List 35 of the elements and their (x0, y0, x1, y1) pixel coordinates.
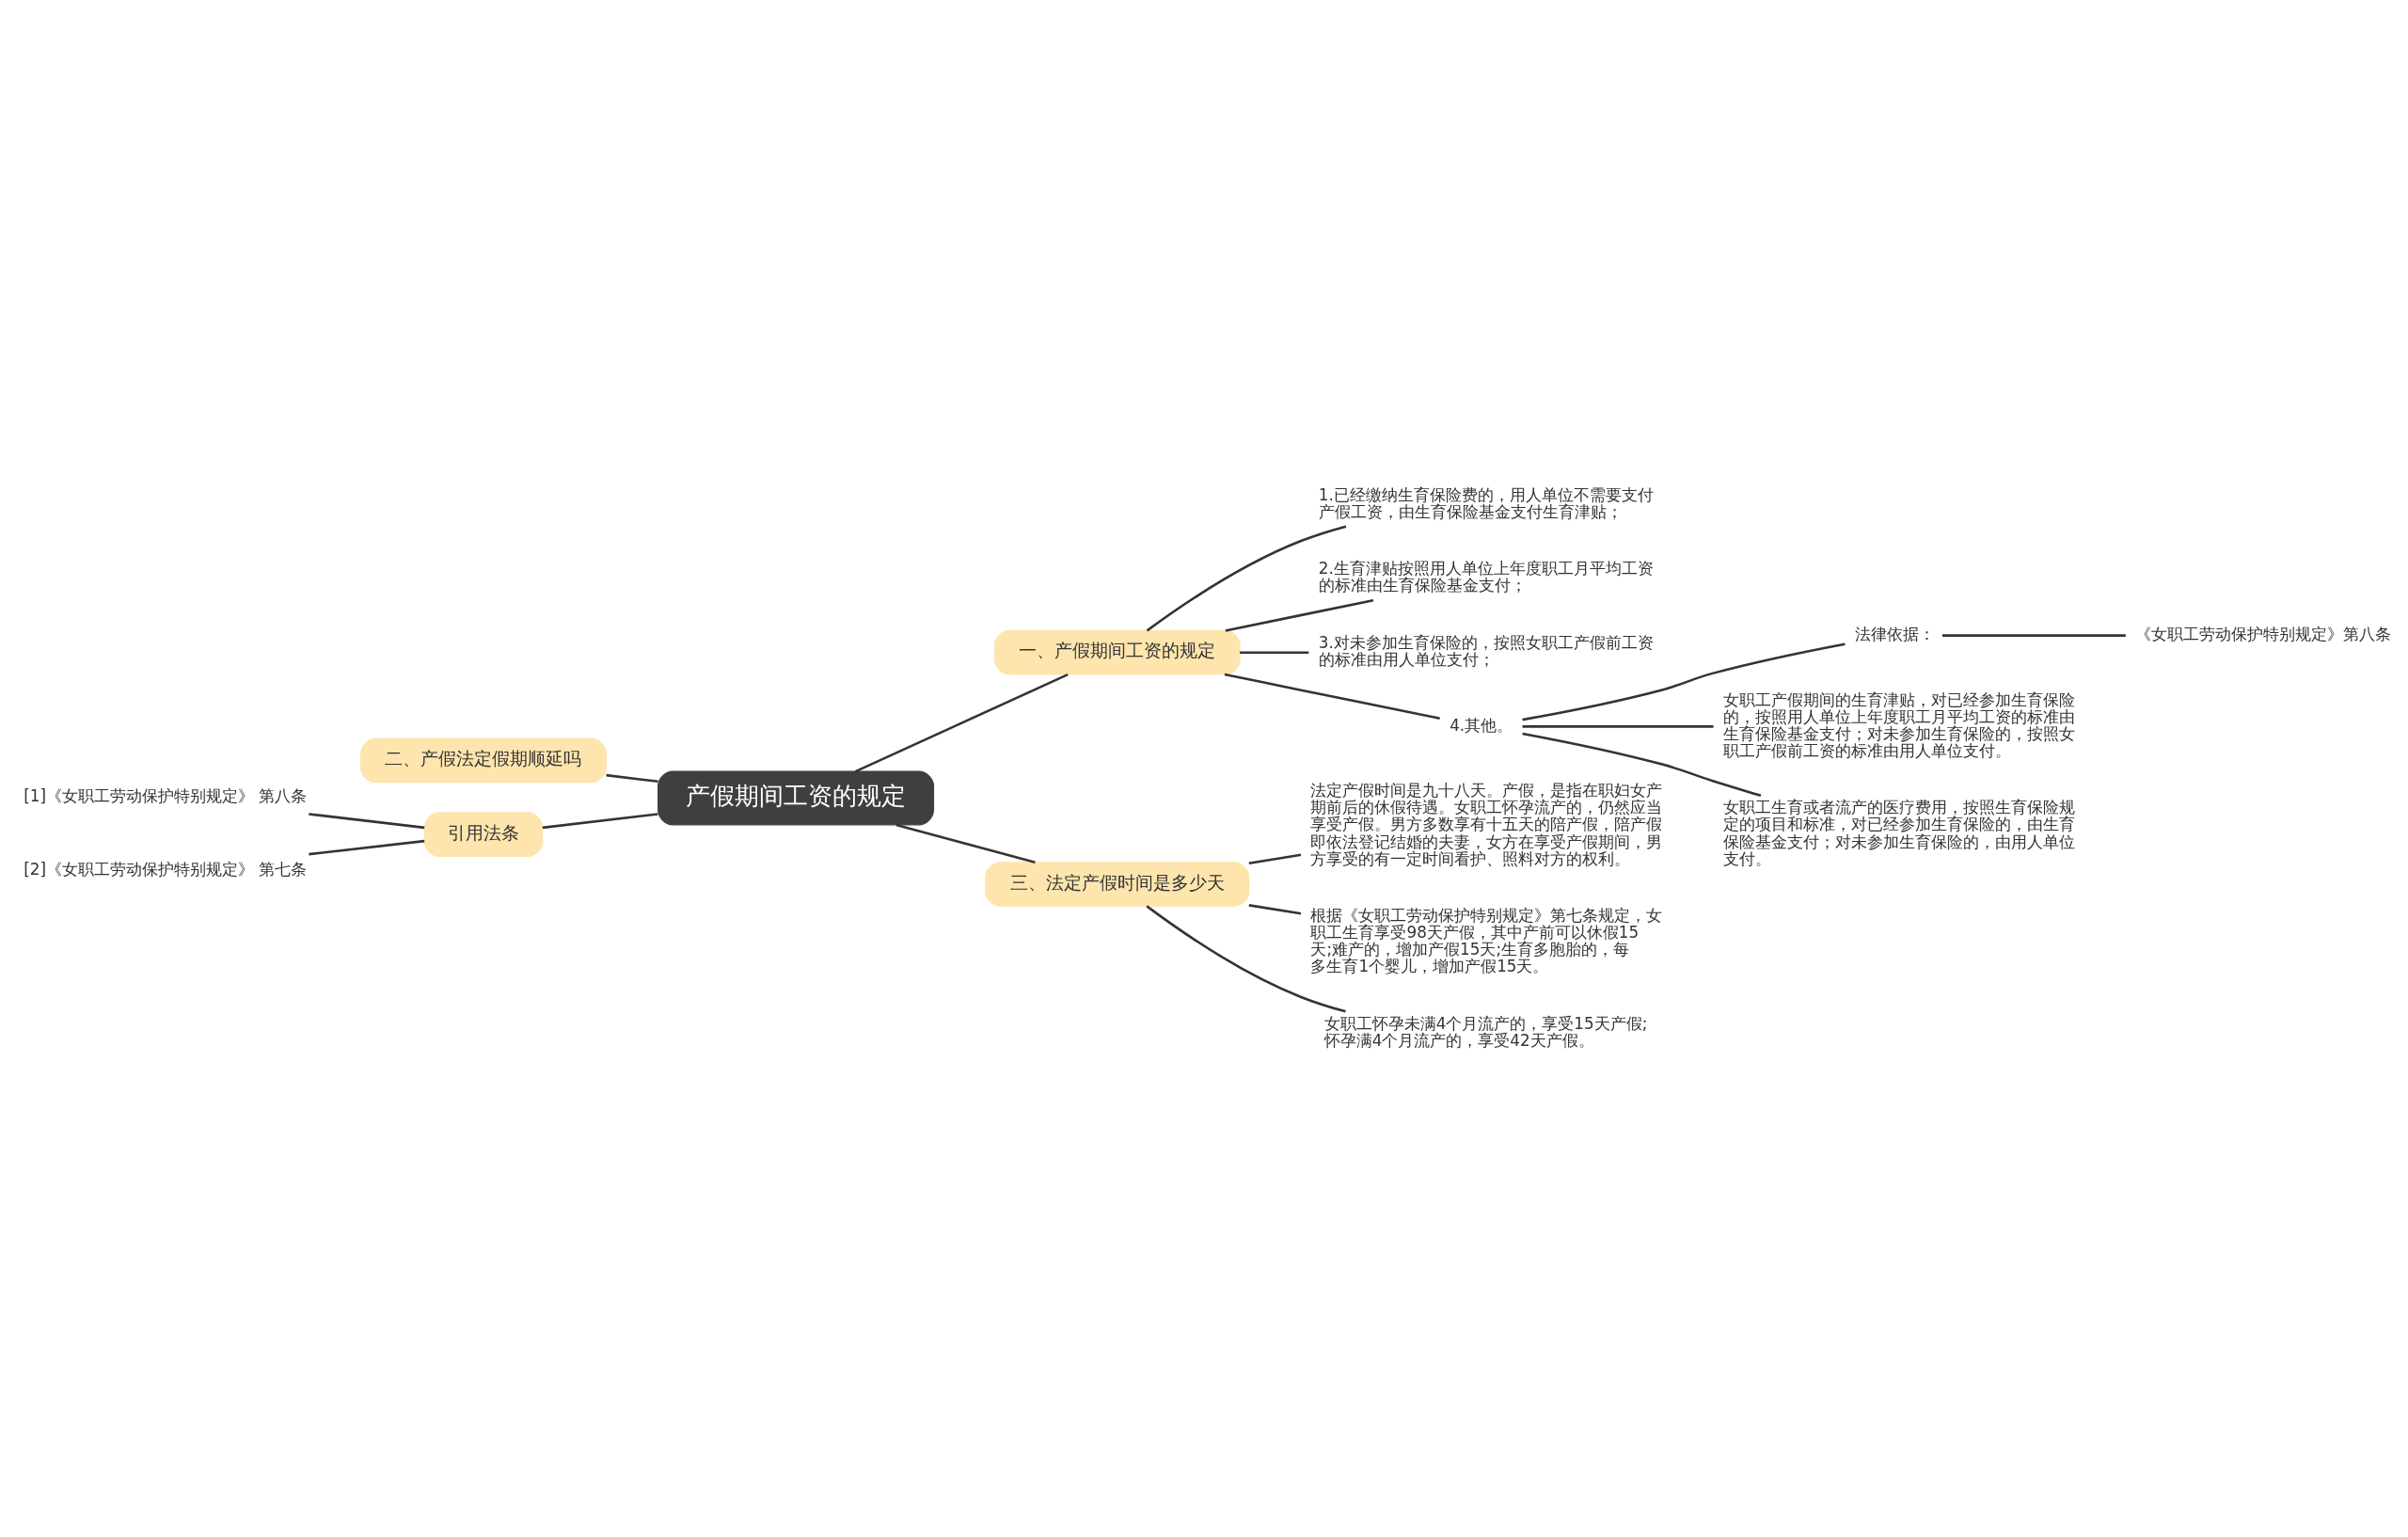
node-text: 3.对未参加生育保险的，按照女职工产假前工资的标准由用人单位支付； (1318, 632, 1654, 669)
connector (1224, 673, 1440, 720)
node-text: 《女职工劳动保护特别规定》第八条 (2135, 624, 2392, 643)
node-text: 1.已经缴纳生育保险费的，用人单位不需要支付产假工资，由生育保险基金支付生育津贴； (1318, 484, 1654, 521)
connector (895, 823, 1036, 864)
node-text: 女职工生育或者流产的医疗费用，按照生育保险规定的项目和标准，对已经参加生育保险的，由生育保险基金支付；对未参加生育保险的，由用人单位支付。 (1722, 797, 2075, 868)
node-box: 产假期间工资的规定 (657, 769, 935, 825)
node-box: 引用法条 (423, 811, 544, 857)
connector (1248, 853, 1302, 864)
connector (1146, 904, 1346, 1013)
connector (1522, 724, 1714, 728)
node-text: 法定产假时间是九十八天。产假，是指在职妇女产期前后的休假待遇。女职工怀孕流产的，仍然应当享受产假。男方多数享有十五天的陪产假，陪产假即依法登记结婚的夫妻，女方在享受产假期间，男方享受的有一定时间看护、照料对方的权利。 (1310, 780, 1663, 868)
connector (1248, 903, 1302, 914)
node-text: 2.生育津贴按照用人单位上年度职工月平均工资的标准由生育保险基金支付； (1318, 558, 1654, 594)
node-box: 二、产假法定假期顺延吗 (360, 737, 607, 783)
node-text: 4.其他。 (1450, 715, 1513, 735)
connector (855, 673, 1069, 772)
node-text: 女职工怀孕未满4个月流产的，享受15天产假;怀孕满4个月流产的，享受42天产假。 (1323, 1013, 1648, 1050)
node-text: 法律依据： (1854, 624, 1935, 643)
node-box: 三、法定产假时间是多少天 (985, 861, 1250, 907)
connector (309, 839, 425, 855)
connector (542, 812, 658, 829)
connector (1522, 642, 1846, 721)
connector (1522, 732, 1762, 797)
connector (309, 812, 425, 829)
node-text: [2]《女职工劳动保护特别规定》 第七条 (24, 859, 308, 879)
node-text: 根据《女职工劳动保护特别规定》第七条规定，女职工生育享受98天产假，其中产前可以休假15天;难产的，增加产假15天;生育多胞胎的，每多生育1个婴儿，增加产假15天。 (1310, 905, 1663, 975)
connector (1942, 633, 2126, 637)
node-text: [1]《女职工劳动保护特别规定》 第八条 (24, 785, 308, 805)
connector (1146, 524, 1347, 631)
node-box: 一、产假期间工资的规定 (993, 629, 1241, 675)
node-text: 女职工产假期间的生育津贴，对已经参加生育保险的，按照用人单位上年度职工月平均工资的标准由生育保险基金支付；对未参加生育保险的，按照女职工产假前工资的标准由用人单位支付。 (1722, 689, 2075, 760)
connector (606, 773, 658, 783)
connector (1225, 598, 1374, 632)
connector (1240, 650, 1309, 654)
